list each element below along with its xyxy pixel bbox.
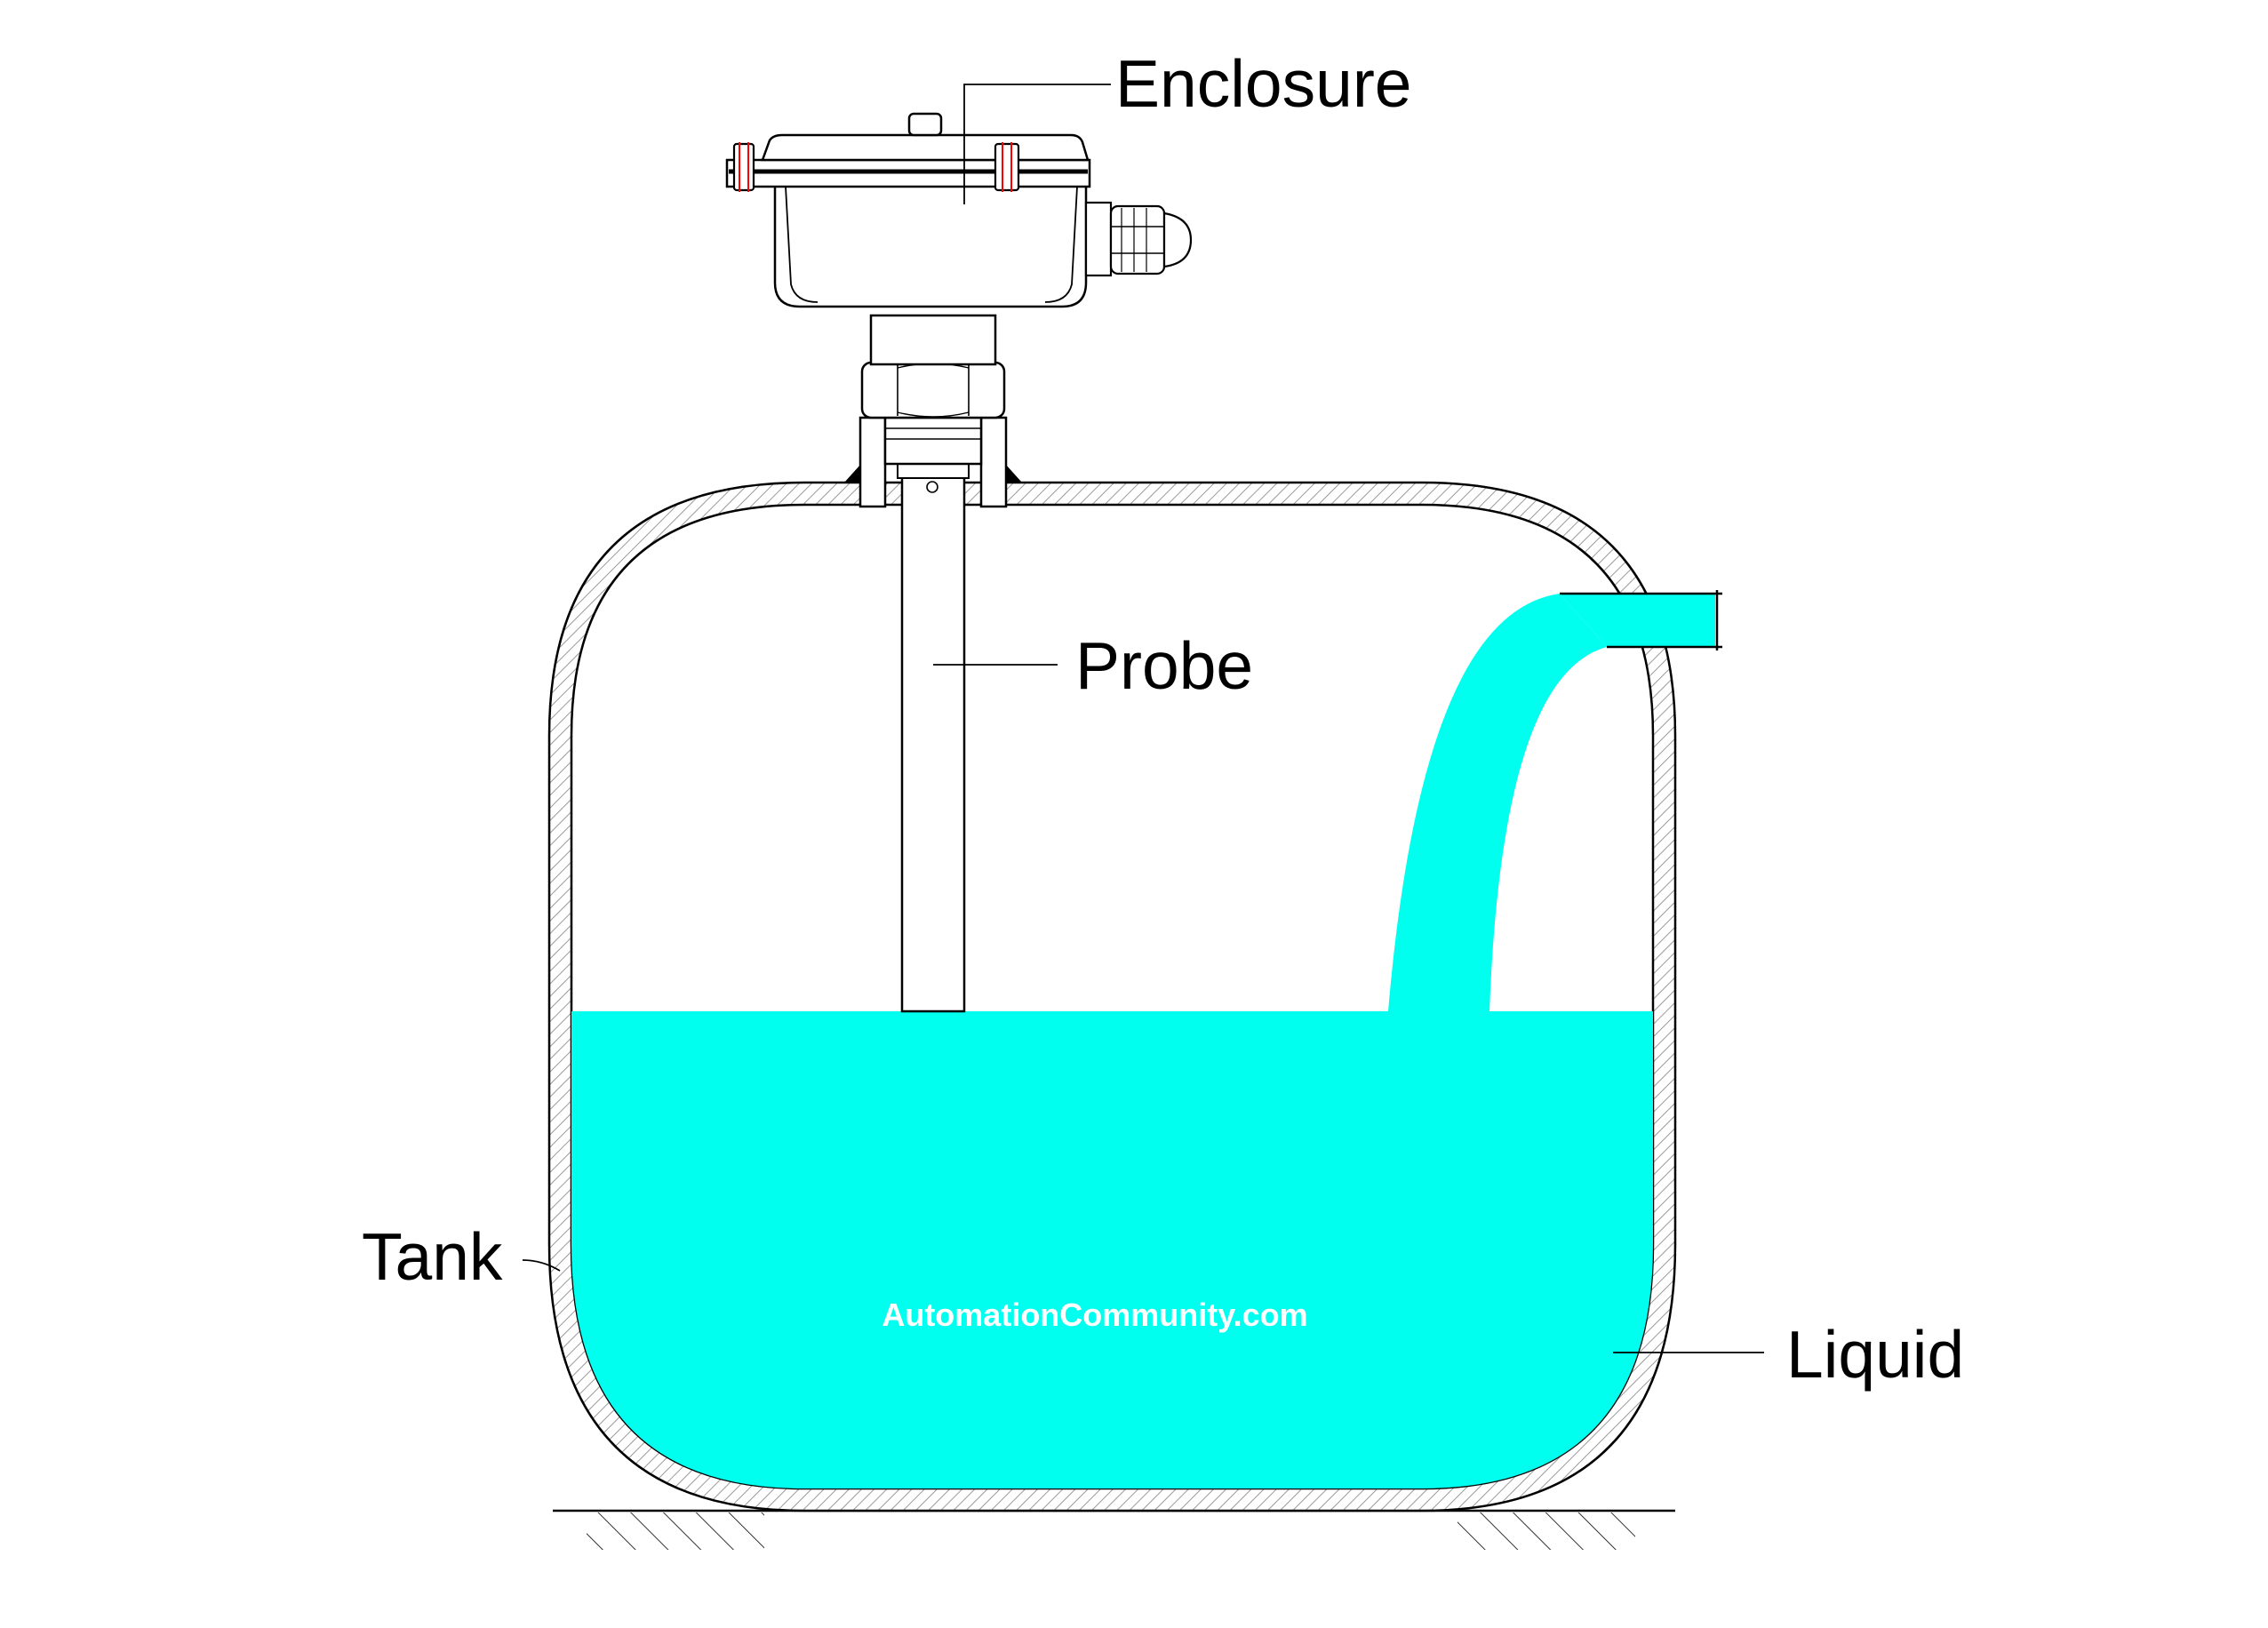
ground-hatch-right <box>1457 1512 1635 1550</box>
label-liquid: Liquid <box>1786 1317 1964 1392</box>
watermark-text: AutomationCommunity.com <box>882 1297 1307 1333</box>
label-enclosure: Enclosure <box>1115 46 1412 121</box>
inlet-pipe <box>1560 590 1722 650</box>
cable-gland-nut <box>1109 204 1166 275</box>
leader-enclosure <box>963 84 1111 204</box>
weld-left <box>844 465 860 483</box>
cable-gland-base <box>1084 201 1113 277</box>
probe-vent-hole <box>926 481 938 493</box>
ground-supports <box>553 1509 1675 1550</box>
probe <box>897 461 970 1013</box>
nozzle-right-wall <box>979 416 1008 508</box>
bolt-right <box>994 142 1020 192</box>
mounting-nozzle <box>844 416 1022 508</box>
label-probe: Probe <box>1075 628 1253 703</box>
process-fitting-thread <box>883 416 983 466</box>
bolt-left <box>732 142 755 192</box>
ground-hatch-left <box>587 1512 764 1550</box>
probe-rod <box>900 465 966 1013</box>
enclosure-lid <box>761 133 1090 162</box>
enclosure-taper <box>785 186 1078 303</box>
leader-tank <box>522 1259 561 1272</box>
nozzle-left-wall <box>858 416 887 508</box>
leader-lines <box>522 84 1764 1353</box>
cable-gland-dome <box>1162 211 1193 268</box>
label-tank: Tank <box>362 1219 503 1294</box>
weld-right <box>1006 465 1022 483</box>
liquid-stream <box>1388 594 1607 1011</box>
lid-vent-cap <box>907 112 943 137</box>
neck <box>869 314 997 366</box>
liquid <box>571 594 1653 1488</box>
liquid-body <box>571 1011 1653 1488</box>
enclosure <box>725 112 1193 308</box>
pipe-flow <box>1560 594 1715 647</box>
hex-nut <box>860 314 1006 419</box>
hex-nut-body <box>860 361 1006 419</box>
enclosure-body <box>773 180 1088 308</box>
